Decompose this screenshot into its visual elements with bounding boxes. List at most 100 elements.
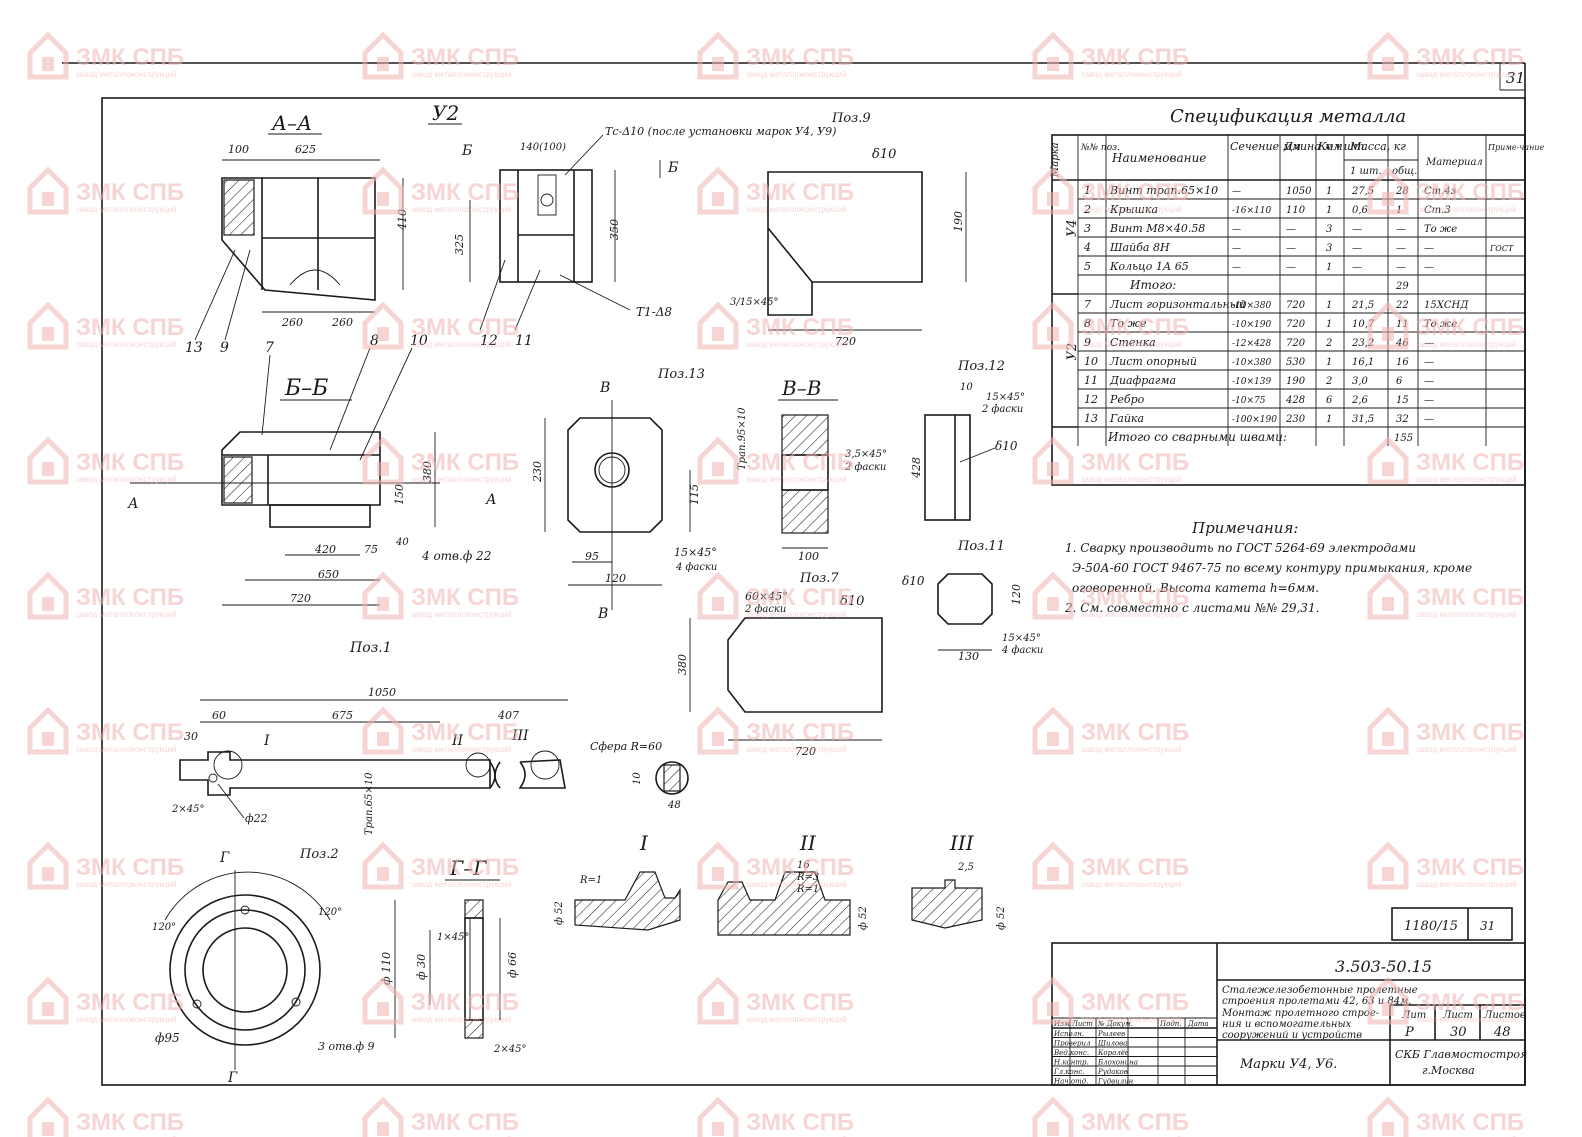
ref: 11: [515, 333, 533, 349]
ref: 12: [480, 333, 498, 349]
watermark-sub: завод металлоконструкций: [76, 1135, 177, 1137]
watermark-text: ЗМК СПБ: [411, 314, 519, 341]
cell-pos: 4: [1083, 241, 1091, 254]
view-title: Поз.9: [831, 111, 871, 126]
cell-pos: 8: [1084, 317, 1091, 330]
dim: 115: [688, 484, 701, 505]
dim: R=1: [579, 875, 602, 886]
cell-qty: 1: [1326, 414, 1332, 425]
cell-name: Гайка: [1109, 412, 1144, 425]
group-mark: У4: [1065, 219, 1080, 237]
dim: 380: [421, 461, 434, 482]
thickness: δ10: [995, 439, 1018, 453]
watermark-text: ЗМК СПБ: [746, 584, 854, 611]
watermark-text: ЗМК СПБ: [411, 854, 519, 881]
cut-label: Г: [219, 850, 230, 866]
dim: ф 30: [415, 954, 428, 980]
cell-qty: 2: [1325, 338, 1332, 349]
watermark-sub: завод металлоконструкций: [411, 70, 512, 79]
dim: ф 66: [506, 952, 519, 978]
watermark-sub: завод металлоконструкций: [1416, 205, 1517, 214]
org-line: СКБ Главмостостроя: [1395, 1048, 1527, 1061]
watermark-sub: завод металлоконструкций: [76, 340, 177, 349]
cell-mass-total: —: [1396, 243, 1406, 254]
watermark-text: ЗМК СПБ: [1081, 989, 1189, 1016]
watermark-text: ЗМК СПБ: [1416, 1109, 1524, 1136]
cell-pos: 11: [1084, 374, 1098, 387]
watermark-sub: завод металлоконструкций: [76, 745, 177, 754]
watermark-text: ЗМК СПБ: [411, 449, 519, 476]
watermark-text: ЗМК СПБ: [1416, 44, 1524, 71]
cell-pos: 10: [1084, 355, 1098, 368]
watermark-text: ЗМК СПБ: [746, 44, 854, 71]
corner-sheet-number: 31: [1506, 69, 1525, 87]
view-poz-7: Поз.7 60×45° 2 фаски δ10 380 720: [676, 571, 883, 758]
watermark-sub: завод металлоконструкций: [411, 1135, 512, 1137]
view-title: III: [949, 831, 975, 855]
watermark-sub: завод металлоконструкций: [1081, 340, 1182, 349]
view-title: В–В: [781, 376, 821, 400]
dim: R=1: [796, 884, 819, 895]
cell-material: 15ХСНД: [1424, 300, 1469, 311]
archive-sheet: 31: [1480, 919, 1495, 933]
watermark-text: ЗМК СПБ: [1416, 584, 1524, 611]
cell-mass-each: —: [1352, 243, 1362, 254]
stamp-role: Исполн.: [1053, 1030, 1084, 1038]
cell-material: —: [1424, 357, 1434, 368]
title-line: Сталежелезобетонные пролетные: [1222, 985, 1418, 996]
cell-mass-each: 3,0: [1352, 376, 1369, 387]
watermark-text: ЗМК СПБ: [76, 854, 184, 881]
dim: 75: [364, 543, 378, 556]
watermark-sub: завод металлоконструкций: [1081, 880, 1182, 889]
dim: 230: [531, 461, 544, 483]
dim: 100: [228, 143, 249, 156]
header-name: Наименование: [1111, 151, 1206, 165]
cut-label: Г: [227, 1070, 238, 1086]
cell-mass-total: 6: [1396, 376, 1403, 387]
view-poz-13: Поз.13 В В 230 115 95 120 15×45° 4 фаски…: [531, 367, 748, 622]
dim: R=3: [796, 872, 819, 883]
cut-label: А: [485, 492, 497, 508]
stamp-head: Подп.: [1159, 1020, 1182, 1028]
stage-label: Лит: [1401, 1010, 1426, 1021]
watermark-sub: завод металлоконструкций: [411, 610, 512, 619]
cell-material: Ст.3: [1424, 205, 1451, 216]
cell-note: ГОСТ: [1489, 244, 1514, 253]
watermark-sub: завод металлоконструкций: [1081, 745, 1182, 754]
cell-qty: 2: [1325, 376, 1332, 387]
dim: 260: [331, 316, 353, 329]
detail-3: III 2,5 ф 52: [911, 831, 1007, 930]
watermark-text: ЗМК СПБ: [1081, 1109, 1189, 1136]
header-mark: Марка: [1050, 142, 1061, 178]
cell-qty: 1: [1326, 262, 1332, 273]
view-title: I: [639, 831, 649, 855]
dim: 140(100): [520, 142, 566, 153]
cell-section: -10×190: [1232, 320, 1271, 330]
title-line: ния и вспомогательных: [1222, 1019, 1352, 1030]
cell-name: Крышка: [1109, 203, 1158, 216]
stamp-role: Н.контр.: [1053, 1059, 1089, 1067]
view-poz-9: Поз.9 δ10 190 720 3/15×45°: [730, 111, 967, 348]
thickness: δ10: [840, 594, 864, 609]
header-mass-total: общ.: [1392, 166, 1417, 177]
watermark-sub: завод металлоконструкций: [1416, 1015, 1517, 1024]
dim: 120: [1010, 584, 1023, 605]
dim: 420: [314, 543, 336, 556]
cell-length: 1050: [1286, 186, 1312, 197]
watermark-text: ЗМК СПБ: [746, 314, 854, 341]
view-title: А–А: [270, 111, 312, 135]
watermark-text: ЗМК СПБ: [1081, 449, 1189, 476]
detail-ref: III: [511, 728, 529, 744]
